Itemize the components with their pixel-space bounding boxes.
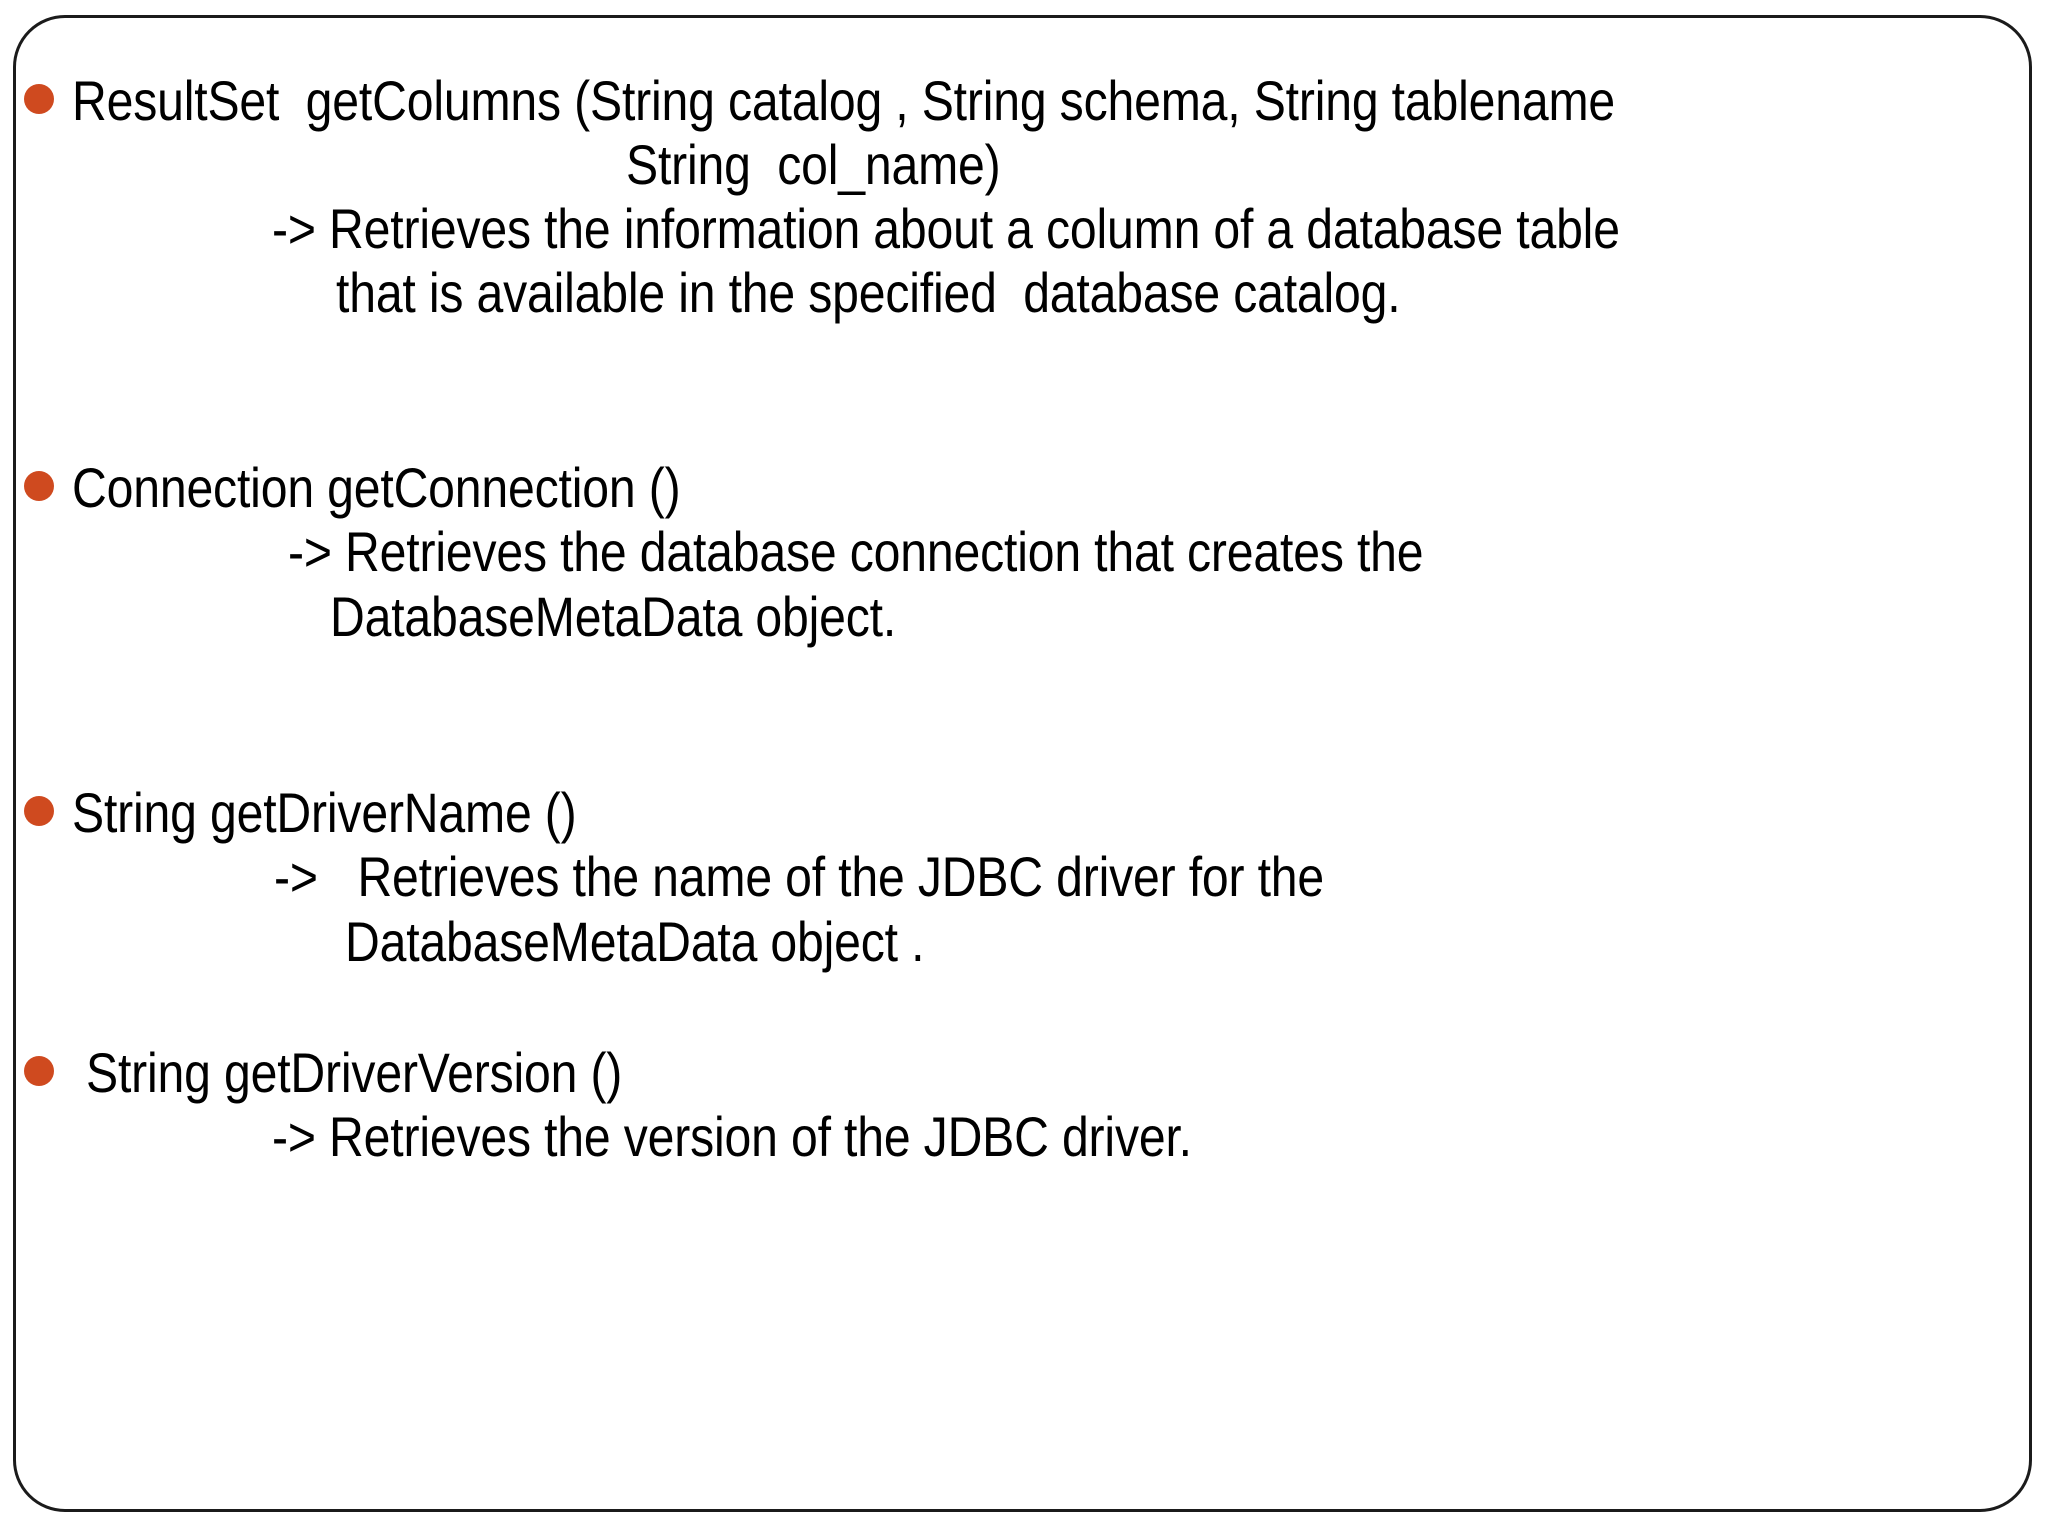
bullet-1-line-4: that is available in the specified datab… (336, 261, 1401, 324)
bullet-4-line-2: -> Retrieves the version of the JDBC dri… (272, 1105, 1192, 1168)
bullet-3-line-2: -> Retrieves the name of the JDBC driver… (274, 845, 1325, 908)
bullet-1-line-3: -> Retrieves the information about a col… (272, 197, 1620, 260)
bullet-4-line-1: String getDriverVersion () (86, 1041, 623, 1104)
bullet-dot-icon-3 (24, 796, 54, 826)
bullet-dot-icon-2 (24, 471, 54, 501)
bullet-3-line-3: DatabaseMetaData object . (345, 910, 925, 973)
bullet-2-line-3: DatabaseMetaData object. (330, 585, 897, 648)
bullet-3-line-1: String getDriverName () (72, 781, 577, 844)
bullet-2-line-1: Connection getConnection () (72, 456, 681, 519)
bullet-1-line-2: String col_name) (626, 133, 1001, 196)
bullet-2-line-2: -> Retrieves the database connection tha… (288, 520, 1424, 583)
bullet-dot-icon-1 (24, 84, 54, 114)
bullet-1-line-1: ResultSet getColumns (String catalog , S… (72, 69, 1616, 132)
bullet-dot-icon-4 (24, 1056, 54, 1086)
